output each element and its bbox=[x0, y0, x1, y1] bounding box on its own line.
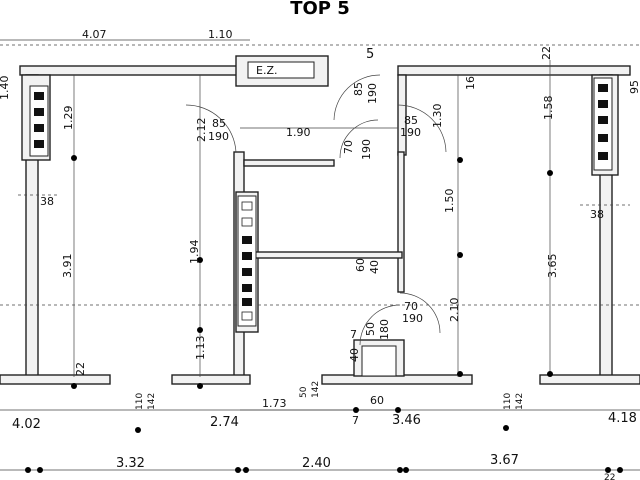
dim-left-a: 1.29 bbox=[62, 106, 75, 131]
dim-bottom-c: 3.46 bbox=[392, 413, 421, 428]
dim-right-top: 22 bbox=[540, 46, 553, 60]
stair-label: E.Z. bbox=[256, 64, 277, 77]
dim-bottom-d: 4.18 bbox=[608, 411, 637, 426]
bottom-wall-mid bbox=[171, 374, 251, 385]
dimension-dots bbox=[25, 155, 623, 473]
dim-bottom-b: 2.74 bbox=[210, 415, 239, 430]
dim-bath-mark: 16 bbox=[464, 76, 477, 90]
left-vent-icon bbox=[29, 85, 49, 157]
door-e-height: 190 bbox=[402, 312, 423, 325]
bottom-wall-far bbox=[539, 374, 640, 385]
top-wall-right bbox=[397, 65, 631, 76]
dim-overall-c: 3.67 bbox=[490, 453, 519, 468]
dim-seg-173: 1.73 bbox=[262, 397, 287, 410]
dim-corridor: 1.90 bbox=[286, 126, 311, 139]
door-e-width: 70 bbox=[404, 300, 418, 313]
door-b-width: 85 bbox=[404, 114, 418, 127]
door-c-height: 190 bbox=[366, 83, 379, 104]
window-a-width: 60 bbox=[354, 258, 367, 272]
dim-hall-b: 1.94 bbox=[188, 240, 201, 265]
sill-a-h: 142 bbox=[147, 393, 157, 410]
dim-overall-d: 22 bbox=[604, 473, 615, 480]
door-a-width: 85 bbox=[212, 117, 226, 130]
bottom-wall-left bbox=[0, 374, 111, 385]
dim-left-inset: 38 bbox=[40, 195, 54, 208]
dim-left-b: 3.91 bbox=[61, 254, 74, 279]
dim-seg-60: 60 bbox=[370, 394, 384, 407]
unit-number: 5 bbox=[366, 47, 374, 62]
dim-bath-c: 2.10 bbox=[448, 298, 461, 323]
dim-left-c: 1.40 bbox=[0, 76, 11, 101]
sill-c-h: 142 bbox=[311, 381, 321, 398]
dim-bath-a: 1.30 bbox=[431, 104, 444, 129]
sill-b-w: 110 bbox=[503, 393, 513, 410]
dim-top-small: 1.10 bbox=[208, 28, 233, 41]
dim-hall-c: 1.13 bbox=[194, 336, 207, 361]
door-c-width: 85 bbox=[352, 82, 365, 96]
partition-b bbox=[243, 251, 403, 259]
dim-seg-7: 7 bbox=[352, 414, 359, 427]
dim-left-bottom: 22 bbox=[74, 362, 87, 376]
door-f-height: 180 bbox=[378, 319, 391, 340]
plan-title: TOP 5 bbox=[290, 0, 350, 19]
dim-small-7: 7 bbox=[350, 328, 357, 341]
door-d-height: 190 bbox=[360, 139, 373, 160]
door-d-width: 70 bbox=[342, 140, 355, 154]
partition-a bbox=[243, 159, 335, 167]
dim-overall-a: 3.32 bbox=[116, 456, 145, 471]
dim-overall-b: 2.40 bbox=[302, 456, 331, 471]
dim-bottom-a: 4.02 bbox=[12, 417, 41, 432]
door-f-width: 50 bbox=[364, 322, 377, 336]
door-b-height: 190 bbox=[400, 126, 421, 139]
door-a-height: 190 bbox=[208, 130, 229, 143]
dim-right-inset: 38 bbox=[590, 208, 604, 221]
sill-b-h: 142 bbox=[515, 393, 525, 410]
dim-bath-b: 1.50 bbox=[443, 189, 456, 214]
dim-hall-a: 2.12 bbox=[195, 118, 208, 143]
dim-right-edge: 95 bbox=[628, 80, 640, 94]
dim-right-a: 1.58 bbox=[542, 96, 555, 121]
bath-wall bbox=[397, 151, 405, 293]
center-vent-icon bbox=[237, 195, 257, 327]
right-vent-icon bbox=[593, 77, 613, 171]
window-a-height: 40 bbox=[368, 260, 381, 274]
sill-a-w: 110 bbox=[135, 393, 145, 410]
dim-top-left: 4.07 bbox=[82, 28, 107, 41]
top-wall-left bbox=[19, 65, 243, 76]
sill-c-w: 50 bbox=[299, 386, 309, 398]
dim-right-b: 3.65 bbox=[546, 254, 559, 279]
dim-small-40: 40 bbox=[348, 348, 361, 362]
